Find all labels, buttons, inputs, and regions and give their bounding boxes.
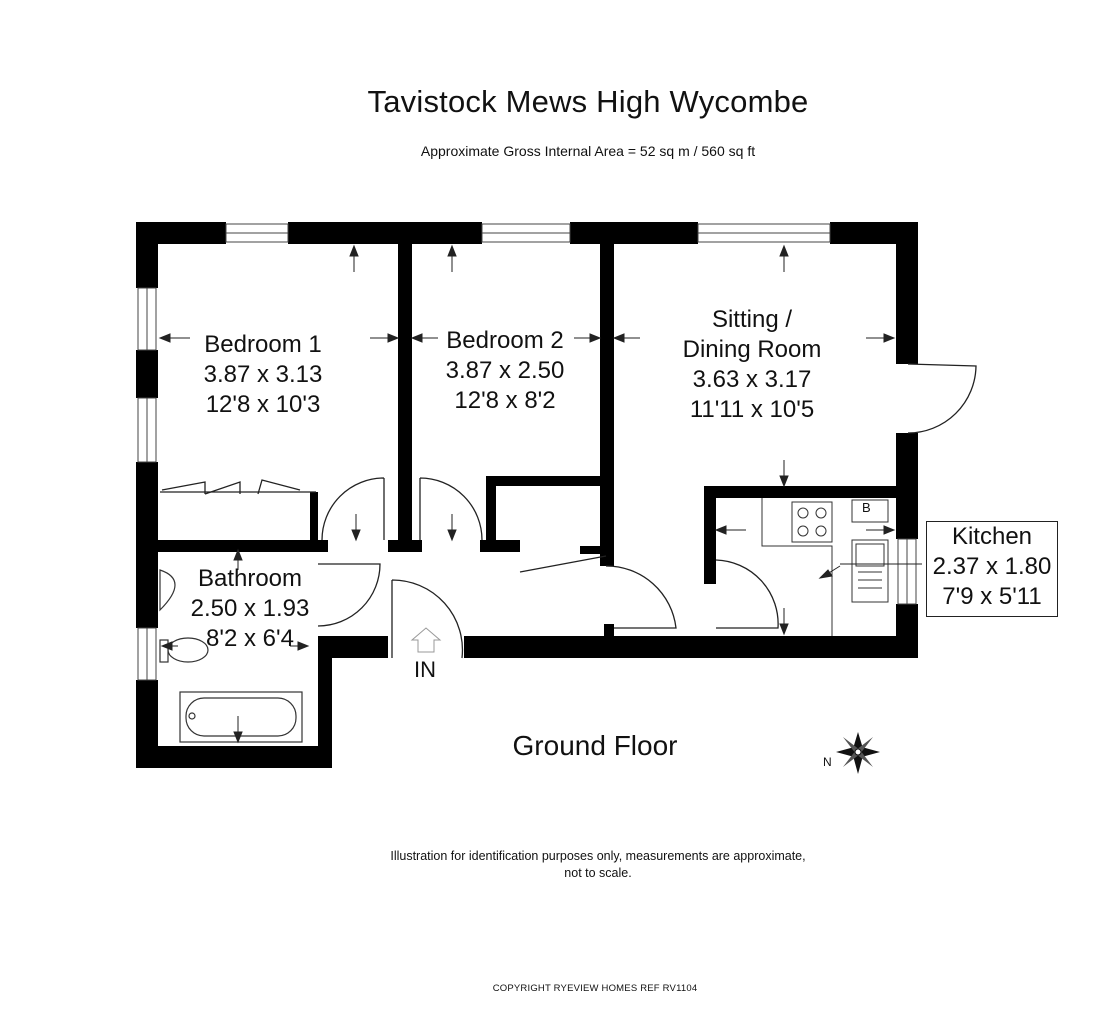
boiler-label: B — [862, 500, 871, 515]
room-name: Bathroom — [197, 565, 303, 592]
room-metric: 2.37 x 1.80 — [932, 553, 1052, 580]
room-imperial: 8'2 x 6'4 — [206, 625, 294, 652]
disclaimer-line-1: Illustration for identification purposes… — [390, 849, 806, 863]
plan-title: Tavistock Mews High Wycombe — [367, 84, 809, 119]
compass-north-label: N — [823, 755, 832, 769]
room-imperial: 7'9 x 5'11 — [942, 583, 1042, 610]
floor-name: Ground Floor — [512, 730, 678, 761]
room-kitchen: Kitchen 2.37 x 1.80 7'9 x 5'11 — [927, 522, 1057, 612]
room-metric: 3.87 x 2.50 — [445, 357, 565, 384]
room-metric: 3.87 x 3.13 — [203, 361, 323, 388]
room-name-line2: Dining Room — [682, 336, 822, 363]
entrance-label: IN — [414, 657, 436, 682]
room-imperial: 12'8 x 10'3 — [205, 391, 321, 418]
room-sitting-dining: Sitting / Dining Room 3.63 x 3.17 11'11 … — [652, 305, 852, 425]
disclaimer: Illustration for identification purposes… — [370, 848, 826, 882]
compass-rose-icon — [836, 732, 880, 774]
room-metric: 3.63 x 3.17 — [692, 366, 812, 393]
room-name-line1: Sitting / — [711, 306, 793, 333]
room-imperial: 12'8 x 8'2 — [454, 387, 556, 414]
gross-internal-area: Approximate Gross Internal Area = 52 sq … — [420, 143, 756, 159]
room-name: Kitchen — [951, 523, 1033, 550]
room-imperial: 11'11 x 10'5 — [689, 396, 815, 423]
room-bedroom-1: Bedroom 1 3.87 x 3.13 12'8 x 10'3 — [178, 330, 348, 420]
room-bedroom-2: Bedroom 2 3.87 x 2.50 12'8 x 8'2 — [420, 326, 590, 416]
room-name: Bedroom 1 — [204, 331, 322, 358]
room-metric: 2.50 x 1.93 — [190, 595, 310, 622]
kitchen-label-box: Kitchen 2.37 x 1.80 7'9 x 5'11 — [926, 521, 1058, 617]
room-name: Bedroom 2 — [446, 327, 564, 354]
copyright: COPYRIGHT RYEVIEW HOMES REF RV1104 — [492, 983, 698, 994]
disclaimer-line-2: not to scale. — [564, 866, 632, 880]
room-bathroom: Bathroom 2.50 x 1.93 8'2 x 6'4 — [170, 564, 330, 654]
